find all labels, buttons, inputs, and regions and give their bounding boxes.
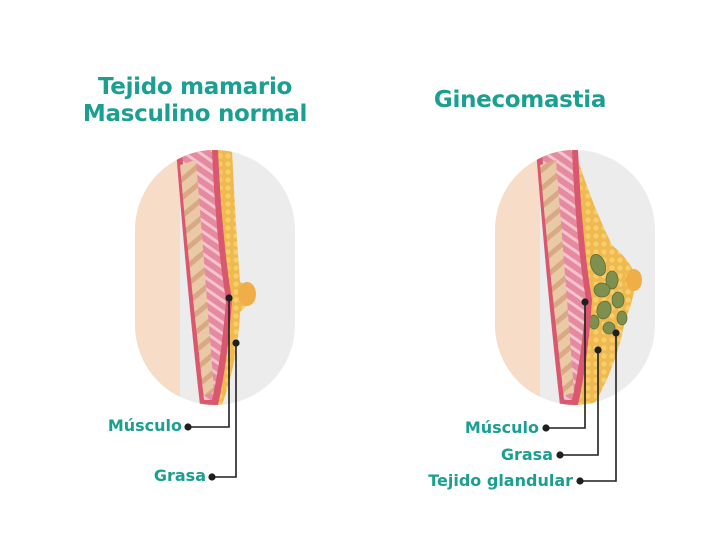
left-muscle-leader bbox=[188, 298, 230, 428]
right-fat-label-dot bbox=[556, 451, 564, 459]
normal-tissue-illustration bbox=[135, 150, 295, 405]
left-title-line-2: Masculino normal bbox=[82, 101, 308, 127]
right-muscle-label-dot bbox=[542, 424, 550, 432]
right-glandular-point bbox=[612, 329, 620, 337]
left-fat-label: Grasa bbox=[153, 466, 206, 485]
left-panel-title: Tejido mamario Masculino normal bbox=[40, 74, 350, 128]
right-muscle-leader bbox=[546, 302, 586, 429]
gynecomastia-illustration bbox=[495, 150, 655, 405]
left-muscle-label-dot bbox=[184, 423, 192, 431]
right-fat-point bbox=[594, 346, 602, 354]
left-title-line-1: Tejido mamario bbox=[97, 74, 293, 100]
right-skin-area bbox=[495, 150, 540, 405]
left-skin-area bbox=[135, 150, 180, 405]
right-muscle-point bbox=[581, 298, 589, 306]
left-fat-leader bbox=[212, 343, 237, 478]
left-leader-dots bbox=[184, 294, 240, 481]
right-leader-dots bbox=[542, 298, 620, 485]
right-glandular-label: Tejido glandular bbox=[428, 471, 573, 490]
left-leader-lines bbox=[188, 298, 237, 478]
left-muscle-label: Músculo bbox=[107, 416, 182, 435]
left-nipple bbox=[238, 282, 256, 306]
left-fat-point bbox=[232, 339, 240, 347]
right-nipple bbox=[626, 269, 642, 291]
right-panel-title: Ginecomastia bbox=[433, 87, 607, 113]
left-muscle-point bbox=[225, 294, 233, 302]
left-rib-strip bbox=[180, 160, 214, 396]
right-rib-strip bbox=[540, 160, 574, 396]
right-leader-lines bbox=[546, 302, 617, 482]
right-glandular-tissue bbox=[588, 253, 628, 335]
right-glandular-leader bbox=[580, 333, 617, 482]
right-fat-leader bbox=[560, 350, 599, 456]
right-glandular-label-dot bbox=[576, 477, 584, 485]
right-fat-label: Grasa bbox=[500, 445, 553, 464]
left-fat-label-dot bbox=[208, 473, 216, 481]
right-muscle-label: Músculo bbox=[464, 418, 539, 437]
